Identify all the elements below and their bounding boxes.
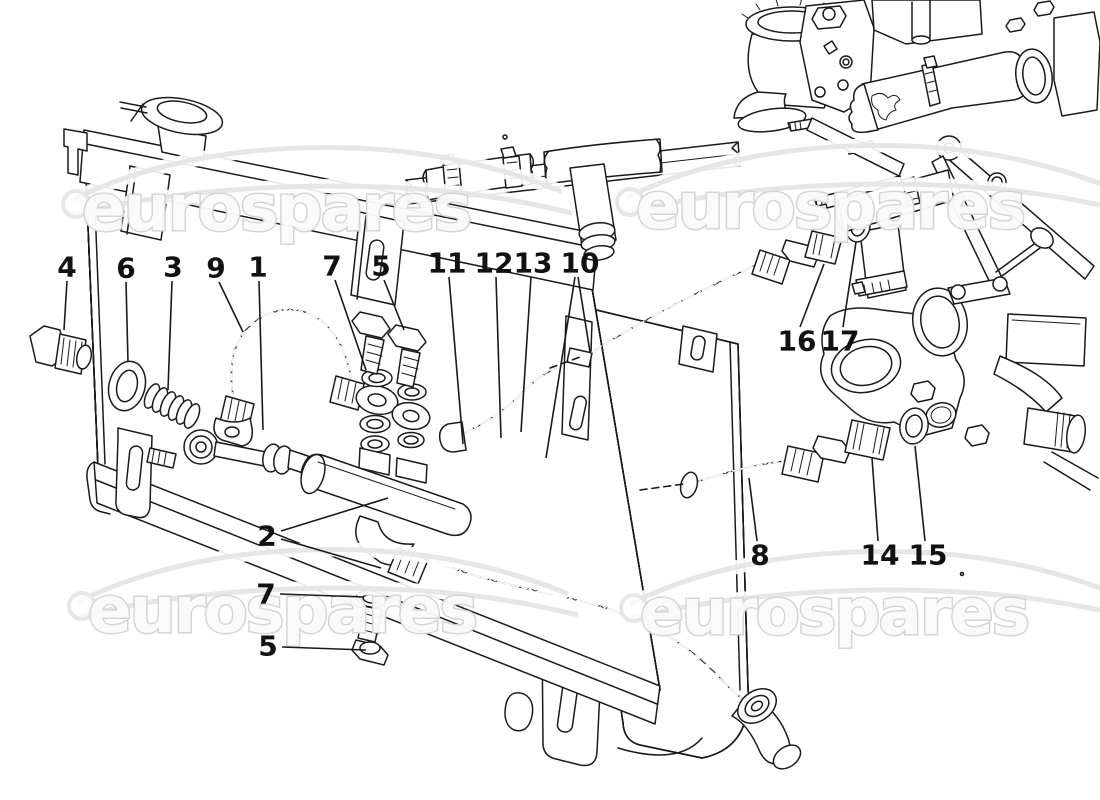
watermark-car-swoosh (628, 548, 1100, 607)
callout-leader-line (577, 276, 591, 353)
callout-leader-line (63, 280, 68, 331)
watermark-text: eurospares (640, 576, 1028, 650)
watermark-text: eurospares (82, 172, 470, 246)
watermark-text: eurospares (88, 574, 476, 648)
callout-4: 4 (57, 251, 77, 331)
watermark-layer: eurospares eurospares eurospares eurospares (61, 138, 1100, 652)
callout-11: 11 (428, 247, 467, 445)
callout-leader-line (448, 276, 464, 445)
watermark-car-swoosh (67, 183, 573, 219)
callout-leader-line (914, 445, 926, 542)
callout-leader-line (799, 263, 825, 328)
callout-number: 9 (206, 252, 225, 285)
callout-number: 4 (57, 251, 76, 284)
callout-leader-line (871, 457, 879, 542)
watermark-wheel-icon (615, 187, 645, 217)
callout-5: 5 (371, 250, 405, 331)
callout-leader-line (495, 276, 502, 439)
watermark-car-swoosh (76, 546, 569, 605)
callout-number: 2 (257, 520, 276, 553)
watermark-car-swoosh (624, 142, 1100, 201)
watermark-car-swoosh (625, 587, 1100, 623)
watermark-car-swoosh (73, 585, 579, 621)
callout-leader-line (334, 279, 367, 371)
callout-leader-line (520, 276, 532, 433)
callout-14: 14 (861, 457, 900, 572)
callout-leader-line (842, 241, 857, 328)
callout-number: 3 (163, 251, 182, 284)
callout-number: 17 (821, 325, 860, 358)
callout-16: 16 (778, 263, 825, 358)
callout-number: 15 (909, 539, 948, 572)
callout-number: 8 (750, 539, 769, 572)
radiator-drawing (63, 96, 661, 725)
callout-leader-line (218, 281, 244, 333)
watermark-wheel-icon (67, 591, 97, 621)
callout-3: 3 (163, 251, 183, 391)
callout-number: 14 (861, 539, 900, 572)
plumbing-drawing (29, 134, 965, 770)
callout-5: 5 (258, 630, 367, 663)
callout-leader-line (545, 276, 576, 459)
watermark: eurospares (67, 542, 580, 650)
callout-number: 1 (248, 251, 267, 284)
callout-6: 6 (116, 252, 136, 363)
callout-leader-line (281, 646, 367, 651)
watermark: eurospares (61, 140, 574, 248)
watermark-car-swoosh (70, 144, 563, 203)
callout-leader-line (383, 279, 405, 331)
callout-leader-line (167, 280, 173, 391)
engine-drawing (733, 0, 1100, 491)
callout-number: 5 (371, 250, 390, 283)
callout-number: 7 (256, 578, 275, 611)
callout-9: 9 (206, 252, 244, 333)
watermark-wheel-icon (619, 593, 649, 623)
callout-leader-line (748, 477, 758, 542)
callout-17: 17 (821, 241, 860, 358)
callout-number: 12 (475, 247, 514, 280)
callout-number: 11 (428, 247, 467, 280)
callout-2: 2 (257, 497, 389, 569)
watermark-wheel-icon (61, 189, 91, 219)
callout-leader-line (280, 538, 382, 569)
watermark-car-swoosh (621, 181, 1100, 217)
thermostat-drawing (819, 223, 1011, 437)
callout-number: 13 (514, 247, 553, 280)
callout-1: 1 (248, 251, 268, 431)
callout-12: 12 (475, 247, 514, 439)
callout-15: 15 (909, 445, 948, 572)
watermark: eurospares (615, 138, 1100, 246)
callout-number: 10 (561, 247, 600, 280)
callout-7: 7 (322, 250, 367, 371)
watermark-text: eurospares (636, 170, 1024, 244)
callout-8: 8 (748, 477, 770, 572)
callout-number: 7 (322, 250, 341, 283)
callout-7: 7 (256, 578, 365, 611)
callout-leader-line (125, 281, 129, 363)
watermark: eurospares (619, 544, 1100, 652)
callout-13: 13 (514, 247, 553, 433)
callout-number: 16 (778, 325, 817, 358)
callout-10: 10 (545, 247, 600, 459)
callout-leader-line (279, 593, 365, 598)
callout-leader-line (280, 497, 389, 532)
callout-number: 6 (116, 252, 135, 285)
callout-number: 5 (258, 630, 277, 663)
callout-leader-line (258, 280, 264, 431)
